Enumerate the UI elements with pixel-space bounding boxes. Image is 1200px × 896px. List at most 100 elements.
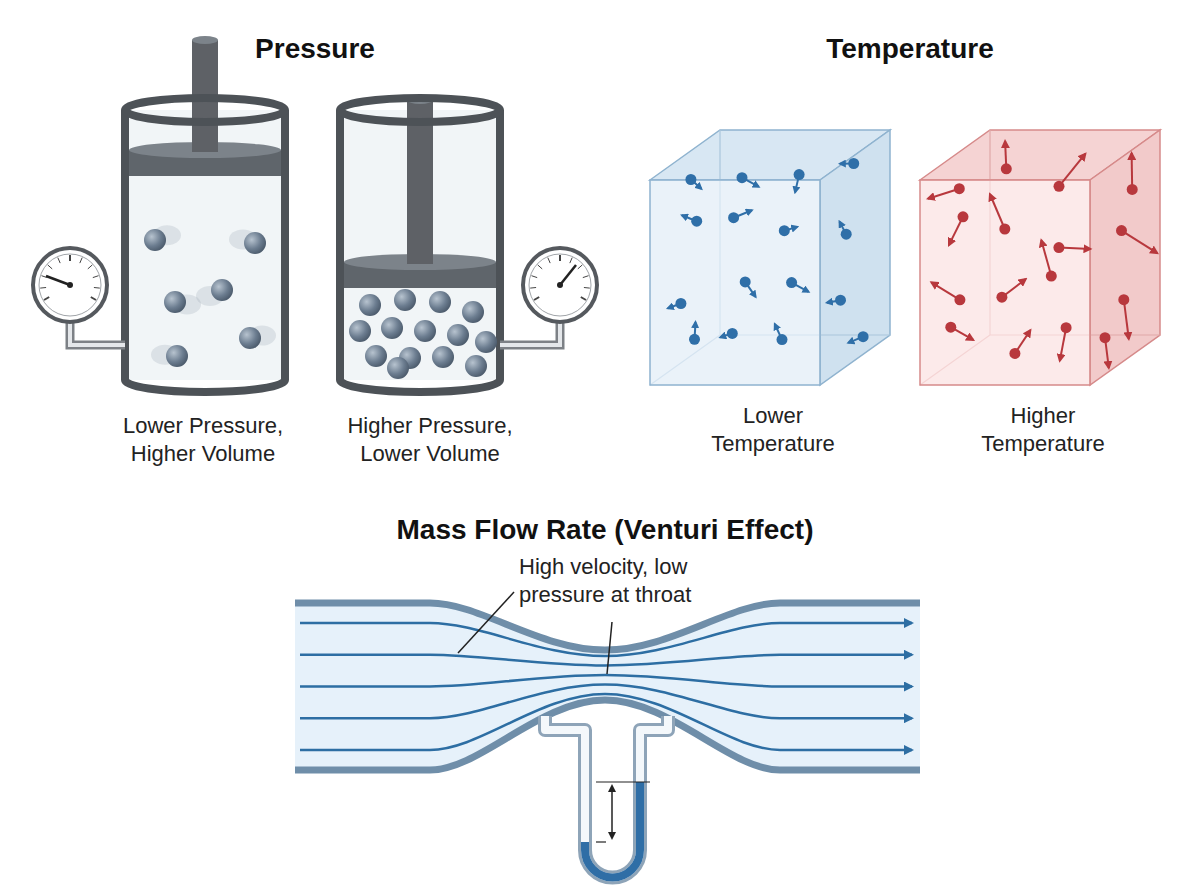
molecule xyxy=(958,211,969,222)
section-heading: Temperature xyxy=(750,32,1070,66)
gauge-tick xyxy=(578,265,583,269)
molecule xyxy=(779,225,790,236)
gas-molecule xyxy=(365,345,387,367)
hot-cube-part xyxy=(920,180,1090,385)
gas-molecule xyxy=(387,357,409,379)
gauge-tick xyxy=(48,265,53,269)
piston-cylinder-part xyxy=(340,380,500,392)
velocity-arrow xyxy=(990,194,1005,229)
cube-caption: Higher Temperature xyxy=(968,402,1118,457)
molecule xyxy=(689,334,700,345)
velocity-arrow xyxy=(1059,154,1085,187)
venturi-pipe xyxy=(295,603,920,770)
piston-cylinder-part xyxy=(340,98,500,122)
molecule xyxy=(1046,271,1057,282)
velocity-arrow xyxy=(1124,300,1129,339)
hot-cube xyxy=(920,130,1160,385)
pressure-gauge-part xyxy=(39,254,101,316)
gauge-tick xyxy=(88,265,93,269)
gauge-tick xyxy=(44,297,49,300)
pressure-gauge xyxy=(33,248,107,322)
pressure-gauge-part xyxy=(523,248,597,322)
pressure-gauge-part xyxy=(529,254,591,316)
streamline xyxy=(300,694,912,750)
piston-cylinder xyxy=(125,36,285,392)
gas-molecule xyxy=(447,324,469,346)
gauge-tick xyxy=(534,297,539,300)
fast-molecules xyxy=(928,141,1157,368)
cube-caption: Lower Temperature xyxy=(698,402,848,457)
molecule xyxy=(1127,184,1138,195)
molecule xyxy=(954,183,965,194)
molecule xyxy=(737,172,748,183)
gauge-tick xyxy=(94,287,100,289)
gas-molecule xyxy=(144,229,166,251)
gauge-tick xyxy=(559,255,561,261)
gauge-tick xyxy=(42,276,48,278)
molecule xyxy=(1061,322,1072,333)
piston-cylinder-part xyxy=(192,36,218,44)
gauge-tick xyxy=(58,258,60,264)
callout-text: High velocity, low pressure at throat xyxy=(516,553,737,608)
gauge-pipe xyxy=(70,318,560,345)
gauge-tick xyxy=(93,276,99,278)
molecule xyxy=(794,169,805,180)
velocity-arrow xyxy=(1041,240,1051,276)
cylinder-caption: Lower Pressure, Higher Volume xyxy=(103,412,303,467)
leader-line-part xyxy=(607,622,612,674)
gas-molecule xyxy=(432,346,454,368)
cold-cube-part xyxy=(650,180,820,385)
gas-molecule xyxy=(414,320,436,342)
molecule xyxy=(691,216,702,227)
molecule xyxy=(777,334,788,345)
pressure-gauge xyxy=(523,248,597,322)
u-tube-manometer-part xyxy=(545,716,668,878)
gauge-tick xyxy=(583,276,589,278)
gauge-tick xyxy=(532,276,538,278)
molecule xyxy=(1053,242,1064,253)
cylinder-caption: Higher Pressure, Lower Volume xyxy=(330,412,530,467)
u-tube-manometer-part xyxy=(611,786,613,838)
gas-molecule xyxy=(166,345,188,367)
gauge-tick xyxy=(548,258,550,264)
slow-molecules xyxy=(668,158,869,345)
molecule xyxy=(1116,225,1127,236)
molecule xyxy=(1054,181,1065,192)
molecule xyxy=(1118,294,1129,305)
molecule xyxy=(728,212,739,223)
streamline xyxy=(300,685,912,719)
piston-cylinder-part xyxy=(281,110,289,380)
piston-cylinder-part xyxy=(496,110,504,380)
gauge-tick xyxy=(40,287,46,289)
u-tube-manometer-part xyxy=(596,841,606,842)
molecule xyxy=(848,158,859,169)
piston-cylinder-part xyxy=(121,110,129,380)
gas-molecule xyxy=(381,317,403,339)
molecule xyxy=(835,295,846,306)
gas-molecules xyxy=(349,289,497,379)
gauge-tick xyxy=(69,255,71,261)
molecule xyxy=(999,224,1010,235)
streamline xyxy=(300,623,912,656)
gauge-tick xyxy=(80,258,82,264)
molecule xyxy=(675,298,686,309)
leader-line-part xyxy=(458,592,514,653)
molecule xyxy=(740,276,751,287)
cold-cube-part xyxy=(820,130,890,385)
velocity-arrow xyxy=(1122,231,1158,254)
gas-molecule xyxy=(394,289,416,311)
molecule xyxy=(945,322,956,333)
gauge-tick xyxy=(91,297,96,300)
u-tube-manometer-part xyxy=(596,781,650,782)
streamlines xyxy=(300,623,912,750)
molecule xyxy=(1009,348,1020,359)
streamline xyxy=(300,655,912,666)
piston-cylinder-part xyxy=(125,98,285,122)
piston-cylinder xyxy=(340,96,500,392)
molecule xyxy=(954,294,965,305)
gauge-tick xyxy=(570,258,572,264)
pressure-gauge-part xyxy=(560,265,576,285)
molecule xyxy=(1100,332,1111,343)
piston-cylinder-part xyxy=(125,380,285,392)
gauge-tick xyxy=(581,297,586,300)
